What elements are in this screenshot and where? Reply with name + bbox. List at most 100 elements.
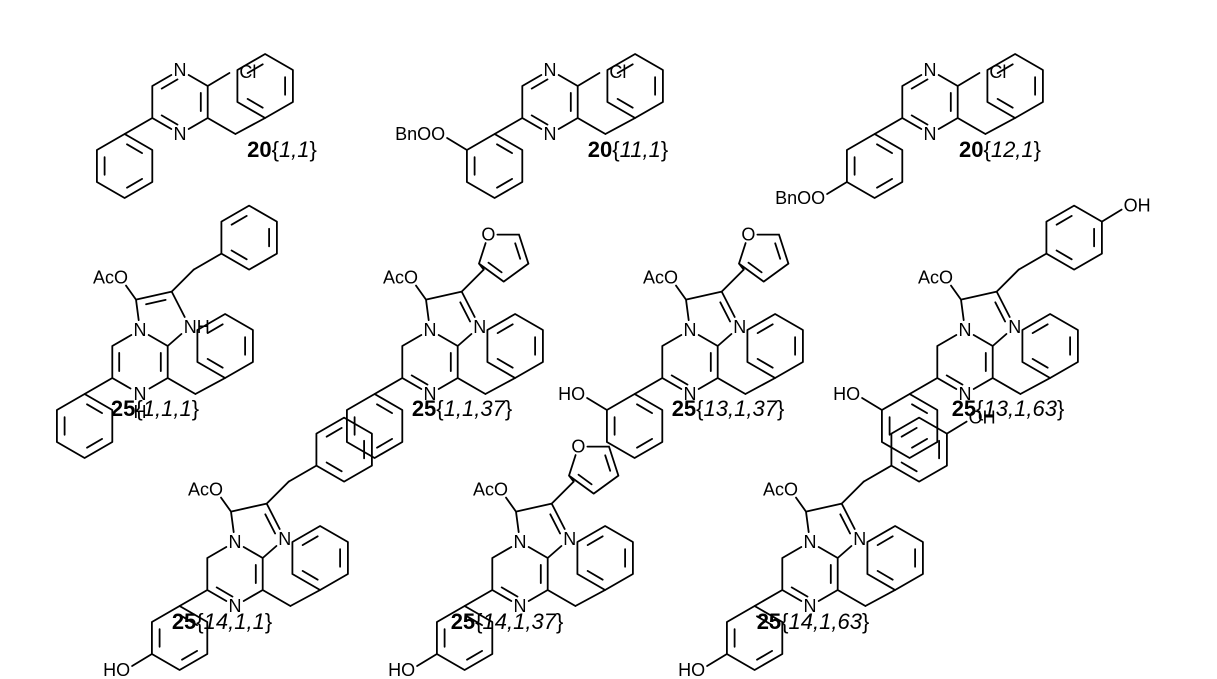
brace-close: } xyxy=(310,137,317,162)
series-number: 25 xyxy=(172,609,196,634)
benzyl-ring-top xyxy=(1045,204,1103,271)
nitrogen-label: N xyxy=(853,529,866,549)
series-number: 25 xyxy=(952,396,976,421)
furan-ring xyxy=(478,233,530,283)
index-text: 13,1,63 xyxy=(984,396,1058,421)
imidazopyrazine-core xyxy=(83,268,226,395)
aryl-ring xyxy=(436,605,494,671)
bridgehead-nitrogen-label: N xyxy=(229,532,242,552)
brace-open: { xyxy=(696,396,703,421)
index-text: 13,1,37 xyxy=(704,396,778,421)
nitrogen-label: N xyxy=(924,60,937,80)
hydroxyl-bond xyxy=(416,653,438,667)
hydroxyl-bond xyxy=(861,397,883,411)
oxygen-label: O xyxy=(571,437,585,457)
benzyl-ring-top xyxy=(315,416,373,483)
oxygen-label: O xyxy=(741,225,755,245)
nitrogen-label: N xyxy=(804,596,817,616)
bridgehead-nitrogen-label: N xyxy=(959,320,972,340)
nitrogen-label: N xyxy=(733,317,746,337)
brace-close: } xyxy=(1057,396,1064,421)
series-number: 20 xyxy=(247,137,271,162)
brace-open: { xyxy=(196,609,203,634)
hydroxyl-label: HO xyxy=(103,660,130,679)
methylene-bond xyxy=(1017,252,1048,271)
series-number: 25 xyxy=(111,396,135,421)
brace-close: } xyxy=(1034,137,1041,162)
nitrogen-label: N xyxy=(229,596,242,616)
compound-label: 25{13,1,37} xyxy=(672,396,785,421)
ether-bond xyxy=(446,137,468,151)
nh-label: NH xyxy=(184,317,210,337)
brace-close: } xyxy=(862,609,869,634)
pyrazine-ring xyxy=(123,72,266,135)
benzyl-ring xyxy=(291,525,349,591)
nitrogen-label: N xyxy=(544,60,557,80)
bridgehead-nitrogen-label: N xyxy=(684,320,697,340)
chlorine-label: Cl xyxy=(609,62,626,82)
index-text: 14,1,1 xyxy=(204,609,265,634)
index-text: 11,1 xyxy=(620,137,661,162)
benzyl-ring xyxy=(576,525,634,591)
hydroxyl-bond xyxy=(131,653,153,667)
brace-close: } xyxy=(777,396,784,421)
aryl-ring xyxy=(466,133,524,199)
ether-bond xyxy=(826,181,848,195)
brace-close: } xyxy=(661,137,668,162)
series-number: 25 xyxy=(672,396,696,421)
index-text: 14,1,63 xyxy=(789,609,863,634)
hydroxyl-bond xyxy=(1101,208,1123,223)
benzyl-ring xyxy=(866,525,924,591)
hydroxyl-bond xyxy=(706,653,728,667)
acetoxy-label: AcO xyxy=(763,480,798,500)
chlorine-label: Cl xyxy=(989,62,1006,82)
nitrogen-label: N xyxy=(514,596,527,616)
furan-ring xyxy=(738,233,790,283)
hydrogen-label: H xyxy=(134,402,147,422)
compound-label: 20{11,1} xyxy=(588,137,668,162)
brace-open: { xyxy=(436,396,443,421)
hydroxyl-label: HO xyxy=(558,384,585,404)
acetoxy-label: AcO xyxy=(643,268,678,288)
benzyl-ring-top xyxy=(890,416,948,483)
hydroxyl-label: HO xyxy=(678,660,705,679)
aryl-ring xyxy=(881,393,939,459)
series-number: 25 xyxy=(757,609,781,634)
aryl-ring xyxy=(96,133,154,199)
brace-open: { xyxy=(781,609,788,634)
brace-open: { xyxy=(135,396,142,421)
methylene-bond xyxy=(287,464,318,483)
nitrogen-label: N xyxy=(563,529,576,549)
imidazopyrazine-core xyxy=(373,268,516,395)
brace-close: } xyxy=(192,396,199,421)
series-number: 20 xyxy=(959,137,983,162)
imidazopyrazine-core xyxy=(178,480,321,607)
hydroxyl-label: HO xyxy=(388,660,415,679)
index-text: 1,1,1 xyxy=(143,396,192,421)
nitrogen-label: N xyxy=(278,529,291,549)
nitrogen-label: N xyxy=(544,124,557,144)
compound-label: 20{12,1} xyxy=(959,137,1041,162)
series-number: 25 xyxy=(451,609,475,634)
benzyl-ring xyxy=(196,313,254,379)
index-text: 12,1 xyxy=(991,137,1034,162)
imidazopyrazine-core xyxy=(463,480,606,607)
aryl-ring xyxy=(846,133,904,199)
imidazopyrazine-core xyxy=(908,268,1051,395)
nitrogen-label: N xyxy=(174,124,187,144)
brace-close: } xyxy=(556,609,563,634)
compound-label: 20{1,1} xyxy=(247,137,317,162)
bridgehead-nitrogen-label: N xyxy=(514,532,527,552)
compound-label: 25{14,1,37} xyxy=(451,609,564,634)
aryl-ring xyxy=(151,605,209,671)
aryl-ring xyxy=(606,393,664,459)
hydroxyl-bond xyxy=(586,397,608,411)
series-number: 25 xyxy=(412,396,436,421)
oxygen-label: O xyxy=(481,225,495,245)
hydroxyl-label: OH xyxy=(969,408,996,428)
